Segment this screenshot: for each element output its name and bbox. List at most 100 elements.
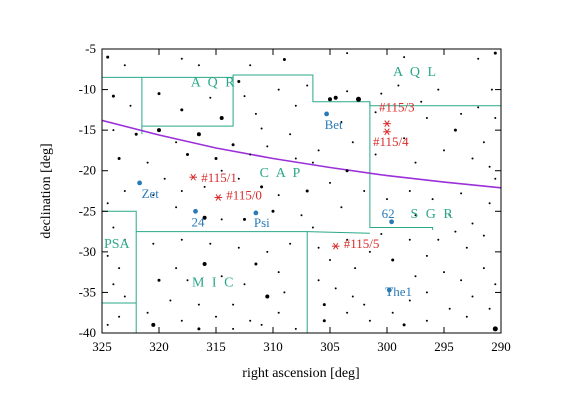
field-star-118 <box>197 303 200 306</box>
field-star-89 <box>414 214 417 217</box>
field-star-125 <box>151 322 156 327</box>
constellation-label-3: S G R <box>410 207 454 222</box>
target-marker-3 <box>214 194 223 201</box>
field-star-7 <box>403 56 406 59</box>
field-star-67 <box>277 194 280 197</box>
field-star-148 <box>414 275 417 278</box>
field-star-76 <box>220 218 223 221</box>
named-star-label-2: 24 <box>192 214 206 229</box>
named-star-4 <box>389 219 394 225</box>
field-star-107 <box>202 262 207 266</box>
named-star-0 <box>324 111 329 117</box>
field-star-75 <box>243 217 246 221</box>
x-tick-label-295: 295 <box>434 339 454 354</box>
field-star-126 <box>197 327 201 331</box>
field-star-99 <box>346 238 349 241</box>
field-star-82 <box>386 198 388 201</box>
field-star-95 <box>391 258 395 262</box>
field-star-40 <box>425 117 428 119</box>
target-marker-stroke-d2-2 <box>190 173 196 181</box>
field-star-104 <box>209 242 212 245</box>
y-tick-label--25: -25 <box>79 203 96 218</box>
field-star-134 <box>112 283 115 286</box>
field-star-28 <box>397 84 400 87</box>
field-star-23 <box>333 95 338 100</box>
field-star-101 <box>289 242 292 245</box>
field-star-61 <box>146 161 149 164</box>
field-star-13 <box>180 108 184 112</box>
field-star-36 <box>289 133 292 136</box>
constellation-label-1: A Q L <box>393 65 438 80</box>
x-tick-label-320: 320 <box>149 339 169 354</box>
target-marker-stroke-d2-0 <box>384 120 390 127</box>
field-star-39 <box>403 137 406 140</box>
field-star-159 <box>402 323 406 327</box>
field-star-15 <box>237 80 241 83</box>
field-star-26 <box>374 111 377 114</box>
x-tick-label-310: 310 <box>263 339 283 354</box>
field-star-77 <box>202 215 207 220</box>
named-star-label-3: Psi <box>254 215 270 230</box>
field-star-155 <box>425 319 428 322</box>
named-star-2 <box>193 208 198 214</box>
field-star-58 <box>294 157 297 160</box>
x-tick-label-325: 325 <box>92 339 112 354</box>
field-star-83 <box>408 190 411 192</box>
field-star-151 <box>482 267 485 270</box>
named-star-label-1: Zet <box>142 186 160 201</box>
y-tick-label--10: -10 <box>79 82 96 97</box>
field-star-68 <box>305 189 309 193</box>
field-star-56 <box>249 153 252 156</box>
field-star-34 <box>494 117 497 119</box>
field-star-149 <box>443 271 445 274</box>
field-star-90 <box>408 238 411 241</box>
y-tick-label--5: -5 <box>85 41 96 56</box>
field-star-98 <box>329 259 331 261</box>
field-star-46 <box>488 165 491 168</box>
field-star-147 <box>425 291 428 294</box>
field-star-63 <box>180 190 183 192</box>
field-star-103 <box>237 246 240 249</box>
field-star-22 <box>328 97 332 102</box>
named-star-label-5: The1 <box>385 284 412 299</box>
field-star-106 <box>152 242 155 245</box>
field-star-112 <box>186 279 189 282</box>
target-marker-stroke-d2-3 <box>215 194 221 201</box>
named-star-3 <box>253 210 259 216</box>
field-star-49 <box>134 132 138 136</box>
field-star-116 <box>283 291 286 294</box>
field-star-59 <box>311 161 314 164</box>
field-star-80 <box>123 190 126 192</box>
field-star-25 <box>356 96 361 102</box>
field-star-115 <box>265 294 270 299</box>
y-tick-label--20: -20 <box>79 163 96 178</box>
field-star-11 <box>129 104 132 107</box>
field-star-35 <box>340 121 343 123</box>
field-star-19 <box>277 88 280 91</box>
field-star-81 <box>106 202 109 205</box>
field-star-5 <box>282 58 286 61</box>
field-star-50 <box>157 128 161 133</box>
field-star-30 <box>437 88 440 91</box>
field-star-153 <box>471 295 474 298</box>
field-star-122 <box>215 315 217 318</box>
field-star-27 <box>380 92 383 95</box>
field-star-157 <box>488 307 491 310</box>
field-star-108 <box>254 262 258 266</box>
field-star-135 <box>123 295 126 298</box>
constellation-boundaries <box>102 74 501 333</box>
field-star-57 <box>266 145 269 148</box>
field-star-20 <box>294 104 297 107</box>
named-star-1 <box>137 180 143 186</box>
field-star-144 <box>368 319 371 322</box>
field-star-93 <box>482 234 485 237</box>
field-star-78 <box>175 206 178 209</box>
target-label-2: #115/1 <box>201 170 237 185</box>
field-star-131 <box>123 238 126 241</box>
field-star-141 <box>322 303 326 307</box>
field-star-9 <box>493 51 497 55</box>
field-star-79 <box>152 194 155 197</box>
constellation-label-4: PSA <box>104 237 131 252</box>
field-star-96 <box>368 250 371 253</box>
